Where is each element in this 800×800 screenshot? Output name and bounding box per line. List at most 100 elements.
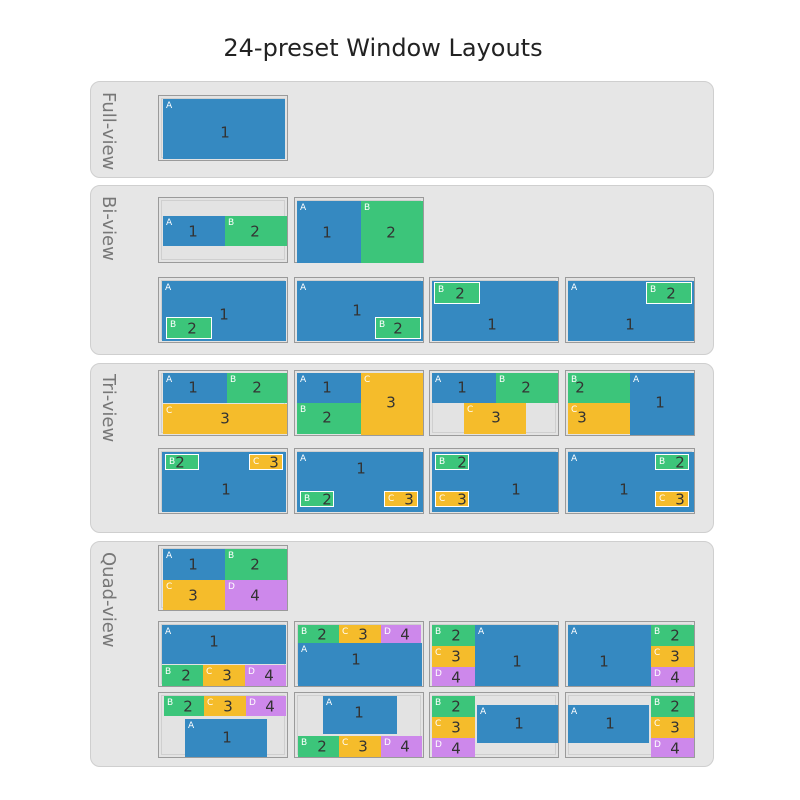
pane-letter: B (435, 698, 442, 708)
pane-letter: D (435, 740, 442, 750)
pane-letter: B (228, 218, 235, 228)
pane-number: 3 (670, 718, 680, 737)
pane-letter: B (654, 698, 661, 708)
pane-number: 1 (487, 315, 497, 334)
pane-letter: C (342, 738, 349, 748)
pane-number: 3 (222, 666, 232, 685)
pane-letter: D (248, 667, 255, 677)
pane-letter: B (499, 375, 506, 385)
pane-letter: A (571, 627, 578, 637)
pane-letter: A (300, 375, 307, 385)
pane-letter: B (659, 457, 666, 467)
pane-number: 3 (451, 718, 461, 737)
pane-letter: C (435, 719, 442, 729)
pane-letter: D (384, 627, 391, 637)
pane-number: 2 (183, 697, 193, 716)
pane-number: 1 (188, 555, 198, 574)
pane-number: 2 (521, 378, 531, 397)
pane-letter: B (435, 627, 442, 637)
pane-number: 3 (404, 490, 414, 509)
pane-letter: C (654, 648, 661, 658)
pane-number: 2 (250, 555, 260, 574)
pane-letter: A (301, 645, 308, 655)
pane-letter: B (654, 627, 661, 637)
pane-number: 1 (514, 714, 524, 733)
pane-letter: A (166, 101, 173, 111)
pane-number: 1 (322, 223, 332, 242)
pane-letter: B (167, 698, 174, 708)
pane-letter: C (206, 667, 213, 677)
pane-letter: C (659, 494, 666, 504)
pane-letter: A (480, 707, 487, 717)
pane-letter: B (571, 375, 578, 385)
pane-letter: A (633, 375, 640, 385)
pane-letter: B (301, 738, 308, 748)
pane-number: 3 (358, 737, 368, 756)
pane-number: 1 (512, 652, 522, 671)
pane-letter: C (654, 719, 661, 729)
group-label: Full-view (98, 92, 119, 171)
pane-number: 1 (351, 650, 361, 669)
pane-number: 1 (356, 459, 366, 478)
pane-letter: D (435, 669, 442, 679)
pane-letter: B (650, 285, 657, 295)
pane-number: 3 (358, 625, 368, 644)
pane-number: 1 (619, 480, 629, 499)
diagram-title: 24-preset Window Layouts (223, 34, 543, 62)
pane-number: 3 (670, 647, 680, 666)
pane-letter: D (654, 740, 661, 750)
pane-number: 3 (451, 647, 461, 666)
pane-number: 1 (457, 378, 467, 397)
pane-letter: B (300, 405, 307, 415)
pane-number: 4 (400, 737, 410, 756)
pane-letter: A (188, 721, 195, 731)
pane-letter: B (301, 627, 308, 637)
pane-letter: B (228, 551, 235, 561)
pane-number: 2 (666, 284, 676, 303)
